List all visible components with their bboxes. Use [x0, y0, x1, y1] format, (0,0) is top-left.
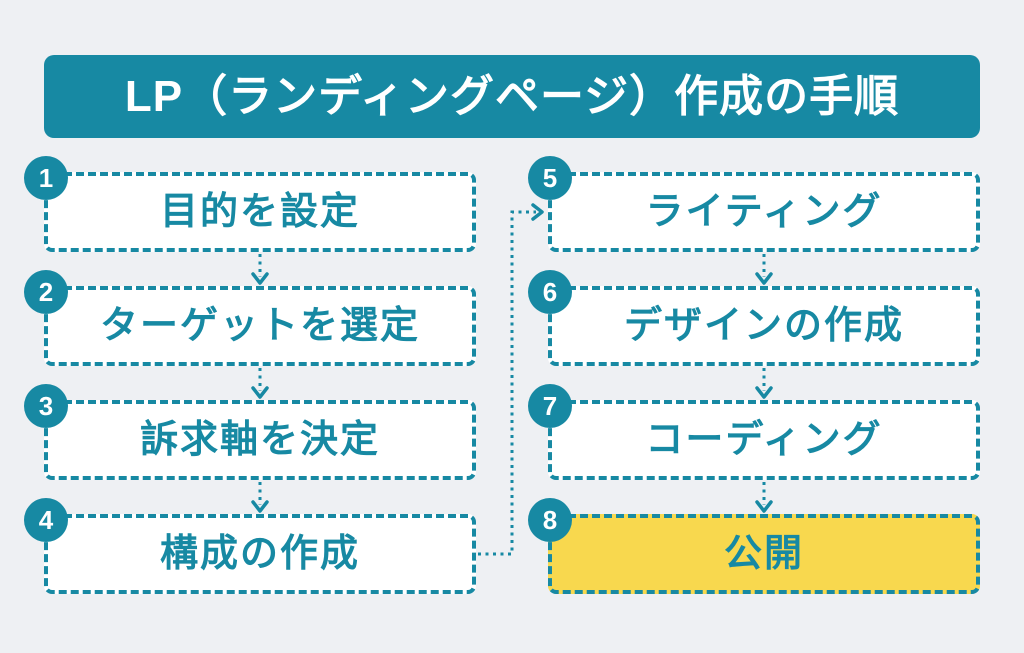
arrow-step4-step5-head — [531, 203, 544, 221]
step-box-5: 5 ライティング — [528, 156, 980, 252]
step-label: 訴求軸を決定 — [139, 419, 380, 461]
arrow-step2-step3-head — [251, 386, 269, 399]
step-box-7: 7 コーディング — [528, 384, 980, 480]
step-box-4: 4 構成の作成 — [24, 498, 476, 594]
step-label: 公開 — [723, 533, 804, 575]
step-box-3: 3 訴求軸を決定 — [24, 384, 476, 480]
step-label: デザインの作成 — [623, 305, 904, 347]
arrow-step3-step4-head — [251, 500, 269, 513]
step-label: 構成の作成 — [159, 533, 360, 575]
step-number-badge: 8 — [528, 498, 572, 542]
step-label: ターゲットを選定 — [99, 305, 420, 347]
step-number-badge: 2 — [24, 270, 68, 314]
step-label: 目的を設定 — [159, 191, 360, 233]
step-number-badge: 3 — [24, 384, 68, 428]
step-box-6: 6 デザインの作成 — [528, 270, 980, 366]
step-label: ライティング — [645, 191, 883, 233]
step-number-badge: 5 — [528, 156, 572, 200]
arrow-step6-step7-head — [755, 386, 773, 399]
arrow-step5-step6-head — [755, 272, 773, 285]
step-box-8: 8 公開 — [528, 498, 980, 594]
arrow-step1-step2-head — [251, 272, 269, 285]
arrow-step7-step8-head — [755, 500, 773, 513]
step-number-badge: 4 — [24, 498, 68, 542]
title-banner: LP（ランディングページ）作成の手順 — [44, 55, 980, 138]
step-box-2: 2 ターゲットを選定 — [24, 270, 476, 366]
arrow-step4-step5-line — [478, 210, 536, 556]
page-title: LP（ランディングページ）作成の手順 — [124, 71, 900, 121]
step-number-badge: 7 — [528, 384, 572, 428]
step-label: コーディング — [645, 419, 883, 461]
step-number-badge: 6 — [528, 270, 572, 314]
step-box-1: 1 目的を設定 — [24, 156, 476, 252]
step-number-badge: 1 — [24, 156, 68, 200]
